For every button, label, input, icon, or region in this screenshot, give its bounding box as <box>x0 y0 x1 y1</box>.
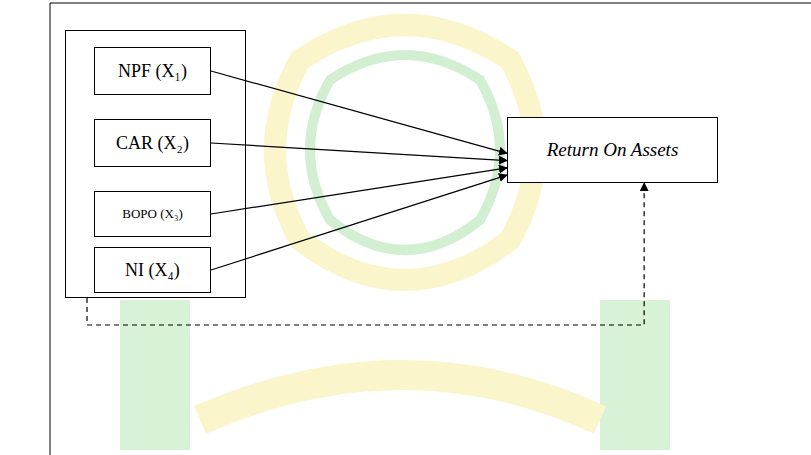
variable-box: BOPO (X₃) <box>94 191 211 237</box>
node-label: CAR (X₂) <box>116 133 189 154</box>
variable-box: NPF (X₁) <box>94 47 211 95</box>
node-label: NPF (X₁) <box>118 61 187 82</box>
variable-box: NI (X₄) <box>94 247 211 293</box>
dashed-arrow <box>87 183 644 325</box>
node-label: Return On Assets <box>547 139 679 161</box>
node-label: NI (X₄) <box>125 260 180 281</box>
arrow <box>211 168 507 214</box>
arrow <box>211 175 507 270</box>
frame-line <box>50 3 811 4</box>
variable-box: CAR (X₂) <box>94 119 211 167</box>
frame-line <box>50 3 51 455</box>
node-label: BOPO (X₃) <box>122 207 183 222</box>
watermark-shape <box>120 25 670 450</box>
arrow <box>211 143 507 161</box>
outcome-box: Return On Assets <box>507 117 718 183</box>
group-box: NPF (X₁) CAR (X₂) BOPO (X₃) NI (X₄) <box>65 30 246 298</box>
arrow <box>211 71 507 153</box>
